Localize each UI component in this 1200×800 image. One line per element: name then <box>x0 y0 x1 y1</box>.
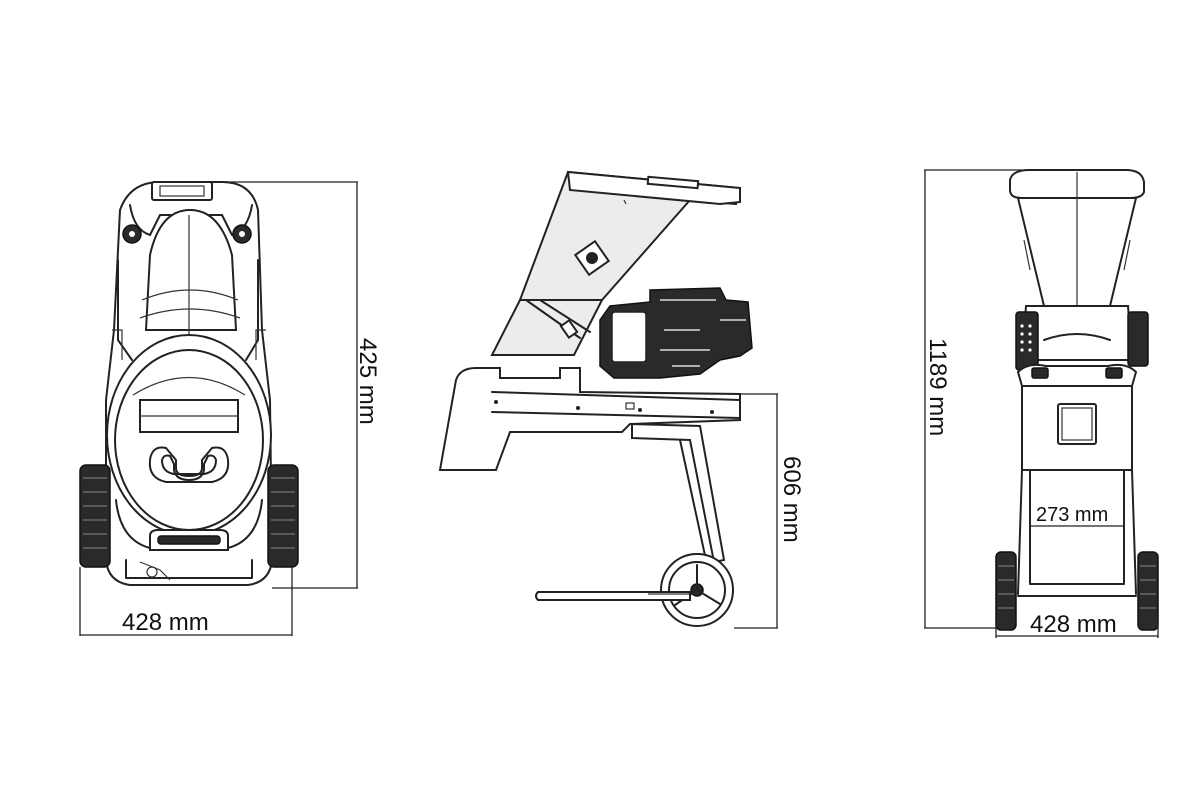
rear-height-label: 1189 mm <box>924 338 951 436</box>
front-view: 425 mm 428 mm <box>79 181 381 636</box>
rear-view: 1189 mm 273 mm 428 mm <box>924 169 1159 638</box>
rear-width-label: 428 mm <box>1030 611 1117 638</box>
rear-inner-width-label: 273 mm <box>1036 504 1108 526</box>
side-height-label: 606 mm <box>778 456 805 543</box>
front-depth-label: 425 mm <box>354 338 381 425</box>
front-width-label: 428 mm <box>122 609 209 636</box>
side-view: 606 mm <box>438 170 805 629</box>
